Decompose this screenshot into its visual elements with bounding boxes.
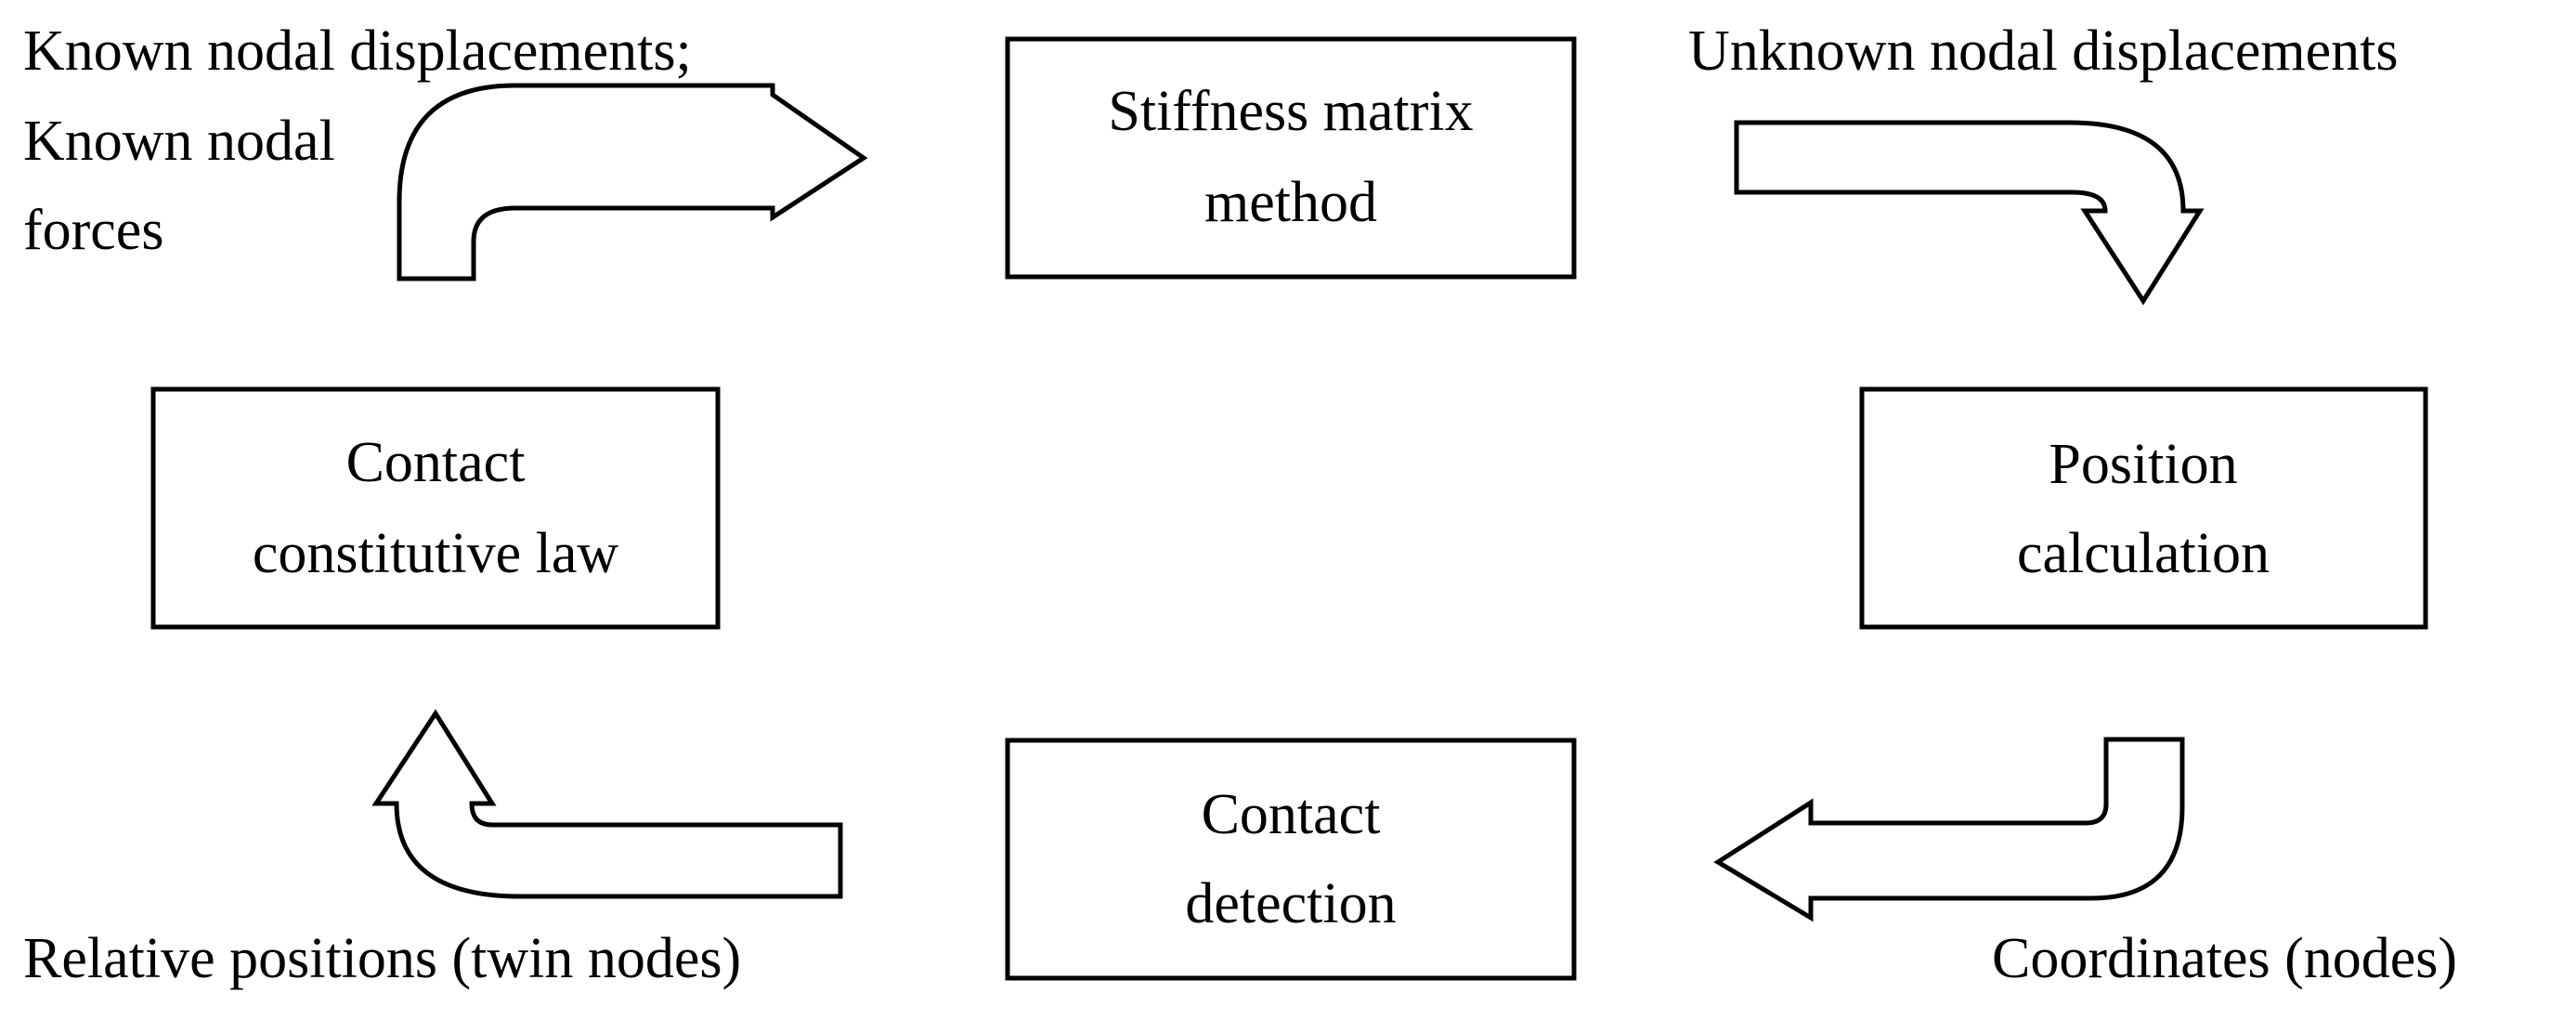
bent-arrow-down-icon <box>1734 120 2205 306</box>
stiffness-box-line1: Stiffness matrix <box>1108 80 1473 143</box>
forces-label: forces <box>23 199 163 262</box>
contact-detection-box: Contact detection <box>1005 738 1577 981</box>
detection-box-line2: detection <box>1185 872 1396 935</box>
known-forces-label: Known nodal <box>23 110 335 173</box>
bent-arrow-right-icon <box>397 83 868 281</box>
bent-arrow-up-icon <box>371 709 843 899</box>
position-calculation-box: Position calculation <box>1859 386 2428 630</box>
relative-positions-label: Relative positions (twin nodes) <box>23 927 741 990</box>
coordinates-label: Coordinates (nodes) <box>1992 927 2457 990</box>
position-box-line1: Position <box>2049 433 2237 496</box>
detection-box-line1: Contact <box>1202 783 1381 846</box>
position-box-line2: calculation <box>2017 522 2270 585</box>
constitutive-box-line2: constitutive law <box>253 522 619 585</box>
stiffness-box-line2: method <box>1204 171 1377 234</box>
constitutive-box-line1: Contact <box>346 431 526 494</box>
bent-arrow-left-icon <box>1713 737 2185 922</box>
known-displacements-label: Known nodal displacements; <box>23 20 692 83</box>
stiffness-matrix-box: Stiffness matrix method <box>1005 36 1577 280</box>
unknown-displacements-label: Unknown nodal displacements <box>1688 20 2399 83</box>
contact-constitutive-law-box: Contact constitutive law <box>150 386 721 630</box>
